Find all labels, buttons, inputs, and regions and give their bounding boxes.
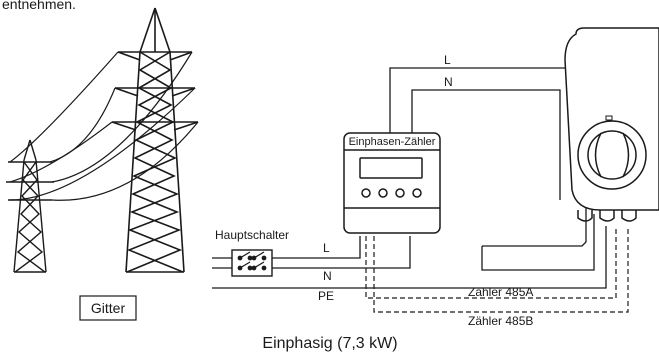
rs485-wires [365, 226, 629, 313]
wire-label-485a: Zähler 485A [468, 285, 533, 299]
diagram-caption: Einphasig (7,3 kW) [262, 335, 397, 352]
wire-label-485b: Zähler 485B [468, 314, 533, 328]
meter-label: Einphasen-Zähler [349, 136, 436, 148]
switch-contact-icon [237, 251, 267, 271]
main-switch-label: Hauptschalter [215, 228, 289, 242]
ev-charger-icon [564, 27, 659, 222]
main-switch-box[interactable] [231, 249, 273, 277]
meter-icon [343, 132, 441, 234]
grid-label: Gitter [91, 300, 126, 316]
large-pylon-icon [111, 7, 199, 273]
wire-label-n-top: N [444, 75, 453, 89]
wire-label-l-left: L [323, 241, 330, 255]
grid-label-box [79, 295, 137, 321]
wires [212, 67, 607, 289]
wire-label-pe: PE [318, 289, 334, 303]
top-partial-text: entnehmen. [2, 0, 76, 12]
overhead-lines [9, 51, 199, 201]
small-pylon-icon [6, 139, 54, 273]
wire-label-n-left: N [323, 269, 332, 283]
wire-label-l-top: L [444, 53, 451, 67]
